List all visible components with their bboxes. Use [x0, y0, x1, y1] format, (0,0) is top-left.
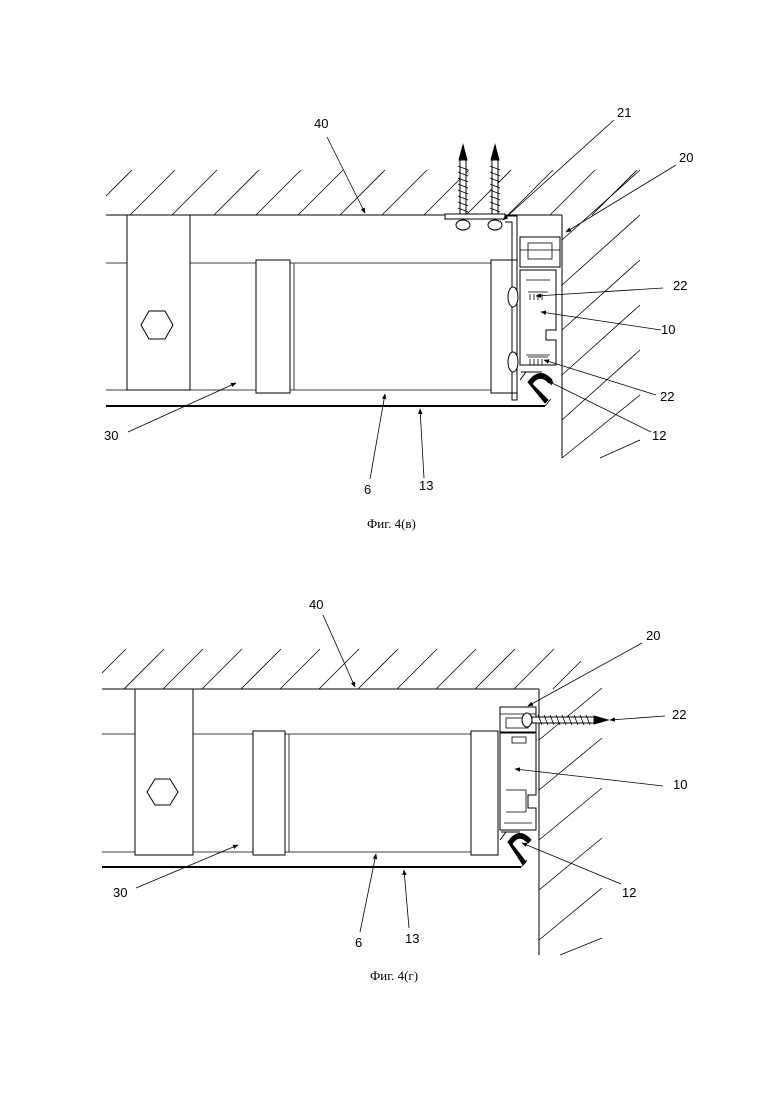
ref-label-13: 13	[419, 478, 433, 493]
ref-label-6: 6	[355, 935, 362, 950]
figure-caption: Фиг. 4(г)	[370, 968, 418, 983]
leader-lines	[136, 615, 665, 932]
clip-12	[528, 373, 552, 403]
ref-label-22: 22	[673, 278, 687, 293]
ref-label-10: 10	[673, 777, 687, 792]
figure-caption: Фиг. 4(в)	[367, 516, 416, 531]
ref-label-22: 22	[660, 389, 674, 404]
ref-label-10: 10	[661, 322, 675, 337]
ref-label-13: 13	[405, 931, 419, 946]
wall-hatching	[562, 170, 640, 458]
ref-label-21: 21	[617, 105, 631, 120]
ref-label-30: 30	[104, 428, 118, 443]
ref-label-22: 22	[672, 707, 686, 722]
ref-label-40: 40	[314, 116, 328, 131]
figure-4g: 40 20 22 10 12 30 6 13 Фиг. 4(г)	[102, 597, 687, 983]
ref-label-30: 30	[113, 885, 127, 900]
duct-30	[102, 689, 498, 855]
duct-30	[106, 215, 517, 393]
figure-4v: 40 21 20 22 10 22 12 30 6 13 Фиг. 4(в)	[104, 105, 693, 531]
ceiling-hatching	[106, 170, 637, 215]
ref-label-20: 20	[646, 628, 660, 643]
ref-label-12: 12	[622, 885, 636, 900]
wall-hatching	[539, 688, 602, 955]
ref-label-20: 20	[679, 150, 693, 165]
profile-10	[500, 733, 536, 830]
ref-label-40: 40	[309, 597, 323, 612]
ref-label-6: 6	[364, 482, 371, 497]
profile-20	[520, 237, 560, 267]
ceiling-hatching	[102, 649, 581, 689]
leader-lines	[128, 120, 676, 479]
clip-12	[508, 833, 531, 865]
ref-label-12: 12	[652, 428, 666, 443]
